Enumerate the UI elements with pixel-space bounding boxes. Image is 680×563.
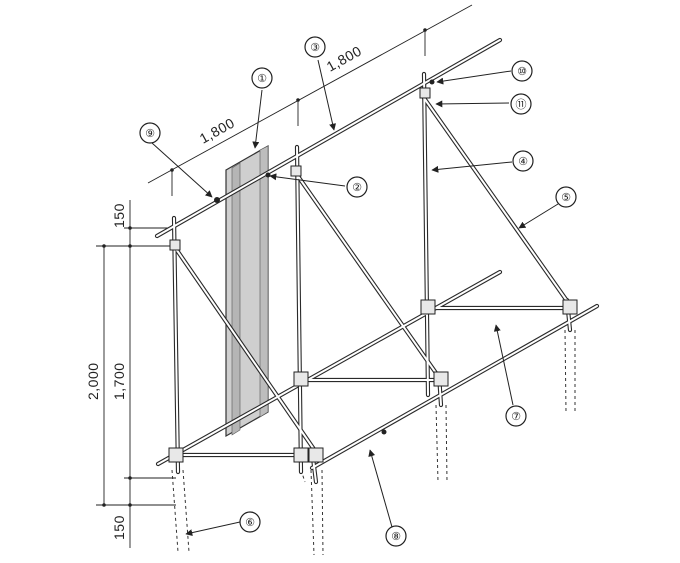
svg-text:⑧: ⑧ <box>391 530 401 543</box>
callout-9: ⑨ <box>139 122 161 144</box>
callout-1: ① <box>251 67 273 89</box>
callout-10: ⑩ <box>511 60 533 82</box>
pipe-fills <box>156 39 598 483</box>
svg-text:②: ② <box>352 181 362 194</box>
callout-2: ② <box>346 176 368 198</box>
pipe-clamps <box>168 79 578 463</box>
callout-8: ⑧ <box>385 525 407 547</box>
span-right-label: 1,800 <box>324 42 365 74</box>
above-ground-label: 1,700 <box>111 362 127 400</box>
scaffold-pipes <box>154 37 600 485</box>
callout-4: ④ <box>512 150 534 172</box>
total-height-label: 2,000 <box>85 362 101 400</box>
svg-text:⑤: ⑤ <box>561 191 571 204</box>
svg-text:⑪: ⑪ <box>516 98 527 111</box>
callout-6: ⑥ <box>239 511 261 533</box>
svg-text:⑥: ⑥ <box>245 516 255 529</box>
bottom-extension-label: 150 <box>111 515 127 540</box>
vertical-dimensions: 150 1,700 2,000 150 <box>85 200 176 548</box>
span-left-label: 1,800 <box>197 114 238 146</box>
leader-lines <box>151 59 559 537</box>
svg-text:⑨: ⑨ <box>145 127 155 140</box>
buried-post-extensions <box>171 329 576 556</box>
callout-11: ⑪ <box>510 93 532 115</box>
callout-7: ⑦ <box>505 405 527 427</box>
callout-5: ⑤ <box>555 186 577 208</box>
svg-text:③: ③ <box>310 41 320 54</box>
svg-text:④: ④ <box>518 155 528 168</box>
panel-board <box>225 144 269 438</box>
svg-text:①: ① <box>257 72 267 85</box>
svg-text:⑩: ⑩ <box>517 65 527 78</box>
callout-3: ③ <box>304 36 326 58</box>
top-extension-label: 150 <box>111 203 127 228</box>
svg-text:⑦: ⑦ <box>511 410 521 423</box>
